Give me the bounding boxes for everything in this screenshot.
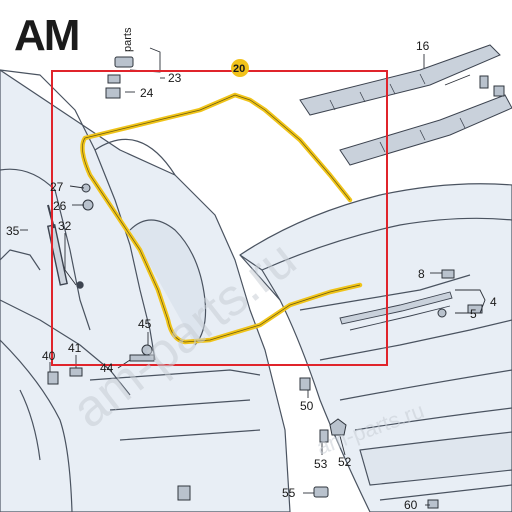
callout-27: 27 xyxy=(50,180,64,194)
callout-20: 20 xyxy=(233,63,245,75)
callout-badge-20 xyxy=(231,59,249,77)
callout-35: 35 xyxy=(6,224,20,238)
leader-lines xyxy=(20,47,486,506)
highlight-box xyxy=(51,70,388,366)
callout-16: 16 xyxy=(416,39,430,53)
hardware-parts xyxy=(47,56,505,509)
callout-45: 45 xyxy=(138,317,152,331)
car-body xyxy=(0,69,291,512)
callout-26: 26 xyxy=(53,199,67,213)
tailgate xyxy=(239,183,512,512)
callout-23: 23 xyxy=(168,71,182,85)
callout-44: 44 xyxy=(100,361,114,375)
callout-numbers: 16 20 23 24 27 26 35 32 8 4 5 45 40 41 4… xyxy=(6,39,497,512)
callout-55: 55 xyxy=(282,486,296,500)
tailgate-seal-outline xyxy=(82,94,361,343)
callout-5: 5 xyxy=(470,307,477,321)
fastener-strip xyxy=(339,291,453,331)
callout-24: 24 xyxy=(140,86,154,100)
callout-41: 41 xyxy=(68,341,82,355)
logo: AM parts xyxy=(14,11,134,60)
callout-8: 8 xyxy=(418,267,425,281)
callout-52: 52 xyxy=(338,455,352,469)
callout-40: 40 xyxy=(42,349,56,363)
callout-32: 32 xyxy=(58,219,72,233)
spoiler-strip xyxy=(299,44,512,166)
callout-4: 4 xyxy=(490,295,497,309)
logo-text: AM xyxy=(14,11,78,60)
callout-60: 60 xyxy=(404,498,418,512)
callout-53: 53 xyxy=(314,457,328,471)
logo-subtext: parts xyxy=(122,27,134,52)
callout-50: 50 xyxy=(300,399,314,413)
